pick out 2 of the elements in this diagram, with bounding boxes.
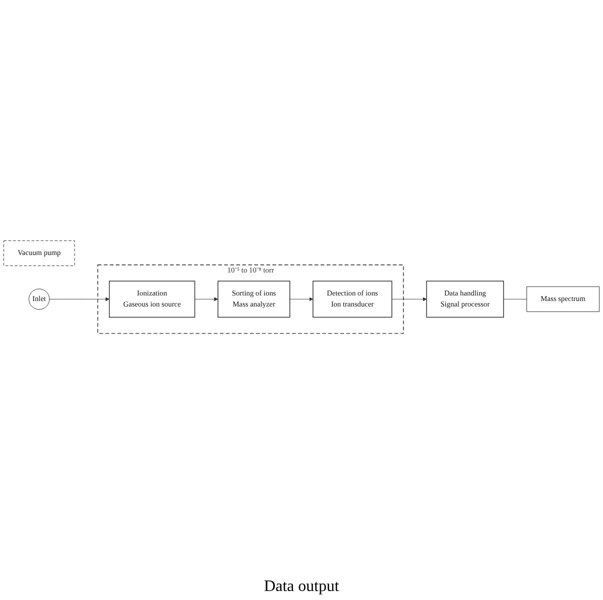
connector [503, 298, 527, 300]
stage-label: Data output [264, 578, 340, 596]
